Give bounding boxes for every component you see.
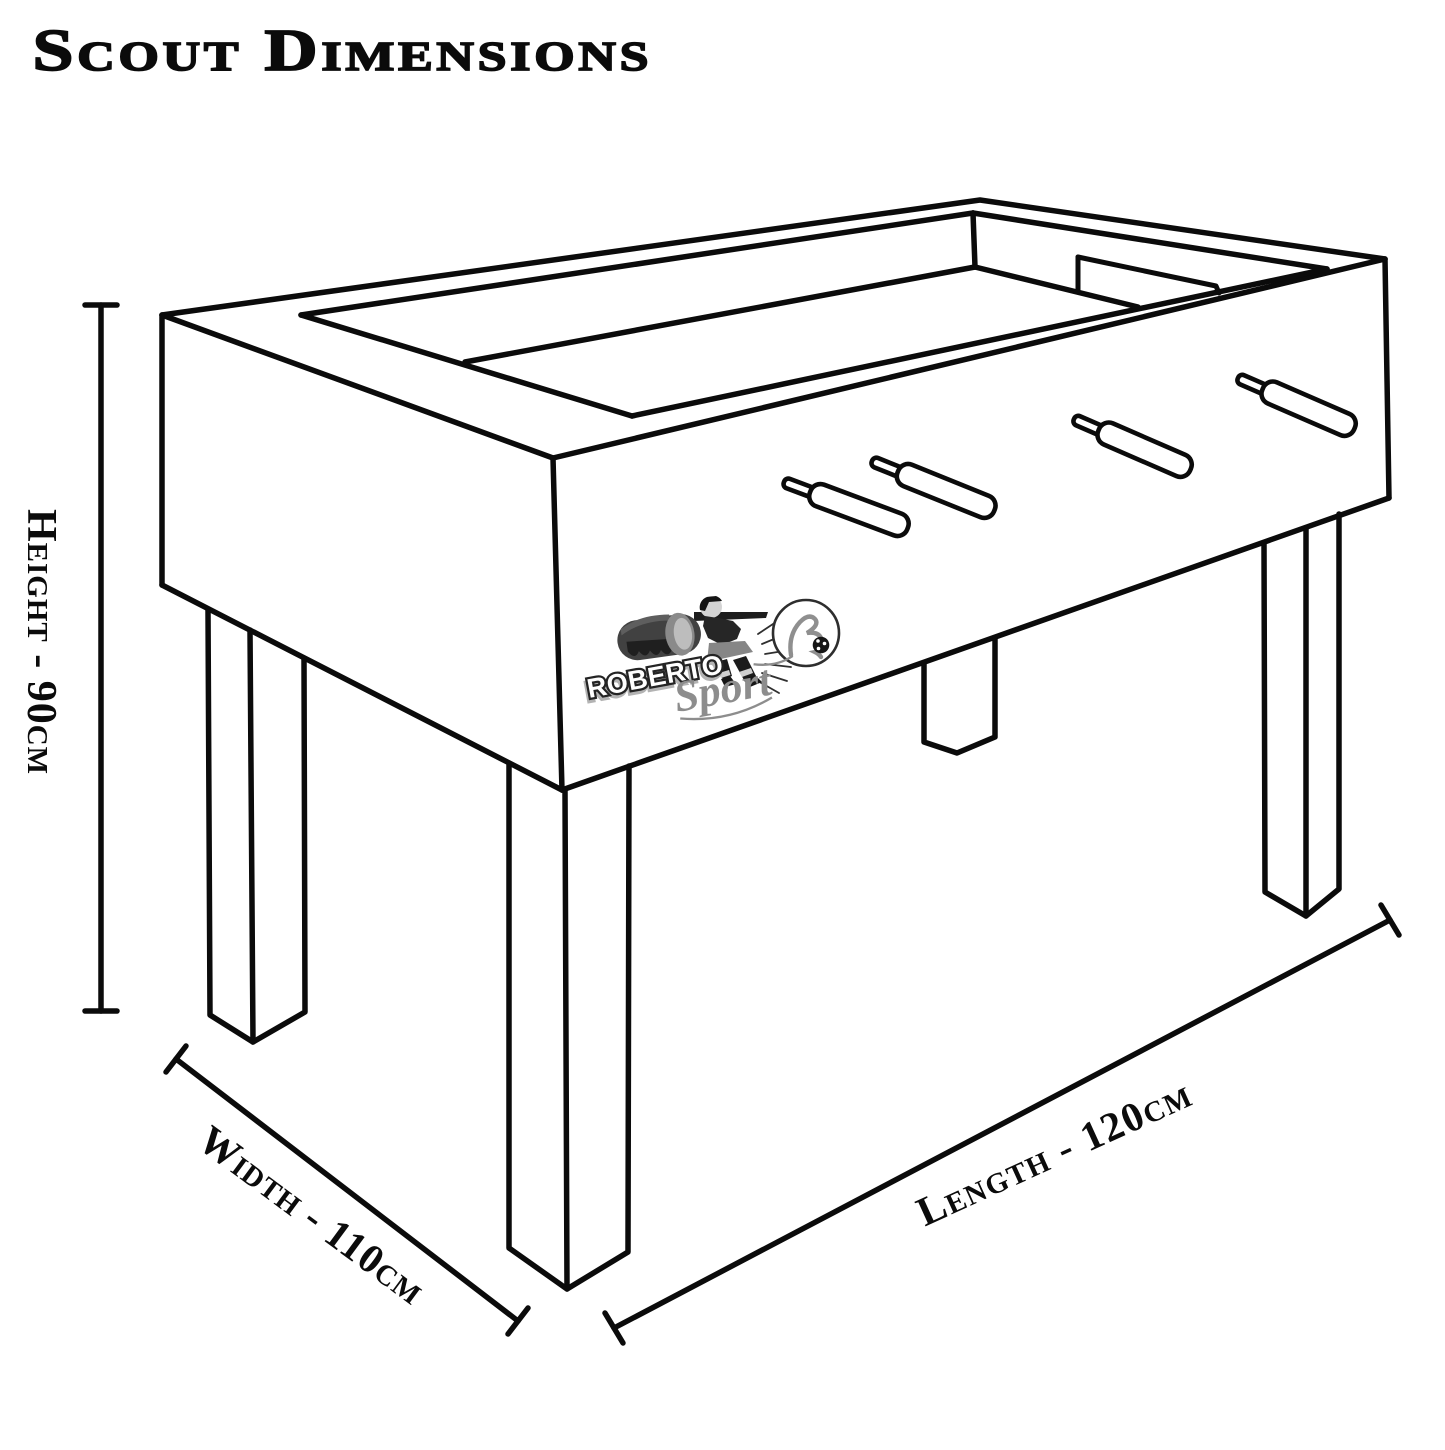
- svg-text:Scout Dimensions: Scout Dimensions: [33, 18, 653, 83]
- svg-text:Height - 90cm: Height - 90cm: [18, 509, 64, 775]
